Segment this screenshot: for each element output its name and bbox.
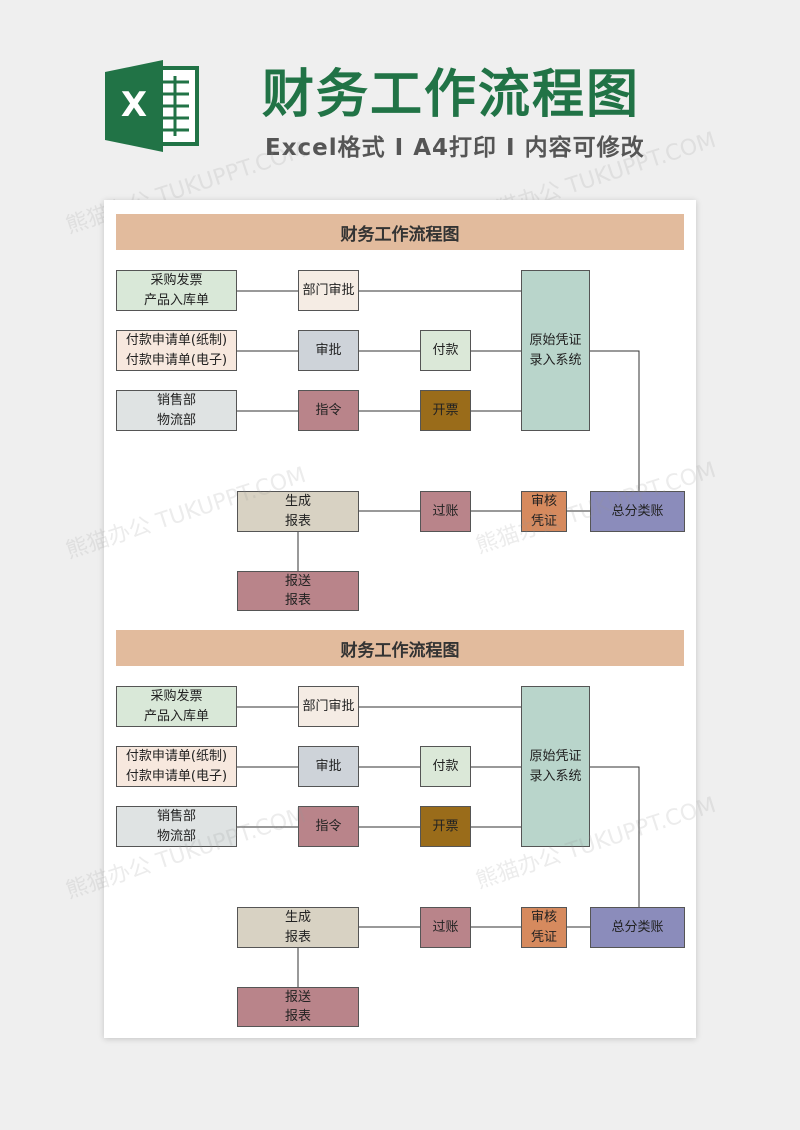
connector-lines	[237, 290, 640, 571]
node-submit-report: 报送报表	[237, 987, 359, 1027]
node-audit-voucher: 审核凭证	[521, 491, 567, 532]
node-payment-request: 付款申请单(纸制)付款申请单(电子)	[116, 330, 237, 371]
node-sales-logistics: 销售部物流部	[116, 806, 237, 847]
node-payment-request: 付款申请单(纸制)付款申请单(电子)	[116, 746, 237, 787]
node-generate-report: 生成报表	[237, 491, 359, 532]
flowchart: 财务工作流程图 采购发票产品入库单 付款申请单(纸制)付款申请单(电子) 销售部…	[104, 200, 696, 611]
node-approval: 审批	[298, 330, 359, 371]
excel-logo-icon: X	[105, 60, 205, 152]
node-voucher-entry: 原始凭证录入系统	[521, 270, 590, 431]
node-general-ledger: 总分类账	[590, 491, 685, 532]
node-posting: 过账	[420, 907, 471, 948]
node-general-ledger: 总分类账	[590, 907, 685, 948]
node-instruction: 指令	[298, 806, 359, 847]
page-title: 财务工作流程图	[262, 65, 641, 125]
connector-lines	[237, 706, 640, 987]
node-sales-logistics: 销售部物流部	[116, 390, 237, 431]
logo-letter: X	[121, 85, 147, 125]
node-generate-report: 生成报表	[237, 907, 359, 948]
node-payment: 付款	[420, 330, 471, 371]
node-approval: 审批	[298, 746, 359, 787]
node-invoicing: 开票	[420, 806, 471, 847]
node-instruction: 指令	[298, 390, 359, 431]
chart-title-bar: 财务工作流程图	[116, 214, 684, 250]
page-subtitle: Excel格式 I A4打印 I 内容可修改	[265, 135, 645, 161]
node-dept-approval: 部门审批	[298, 686, 359, 727]
node-dept-approval: 部门审批	[298, 270, 359, 311]
node-purchase-invoice: 采购发票产品入库单	[116, 686, 237, 727]
flowchart: 财务工作流程图 采购发票产品入库单 付款申请单(纸制)付款申请单(电子) 销售部…	[104, 616, 696, 1027]
node-payment: 付款	[420, 746, 471, 787]
node-purchase-invoice: 采购发票产品入库单	[116, 270, 237, 311]
document-sheet: 财务工作流程图 采购发票产品入库单 付款申请单(纸制)付款申请单(电子) 销售部…	[104, 200, 696, 1038]
node-voucher-entry: 原始凭证录入系统	[521, 686, 590, 847]
node-posting: 过账	[420, 491, 471, 532]
node-invoicing: 开票	[420, 390, 471, 431]
chart-title-bar: 财务工作流程图	[116, 630, 684, 666]
node-submit-report: 报送报表	[237, 571, 359, 611]
node-audit-voucher: 审核凭证	[521, 907, 567, 948]
